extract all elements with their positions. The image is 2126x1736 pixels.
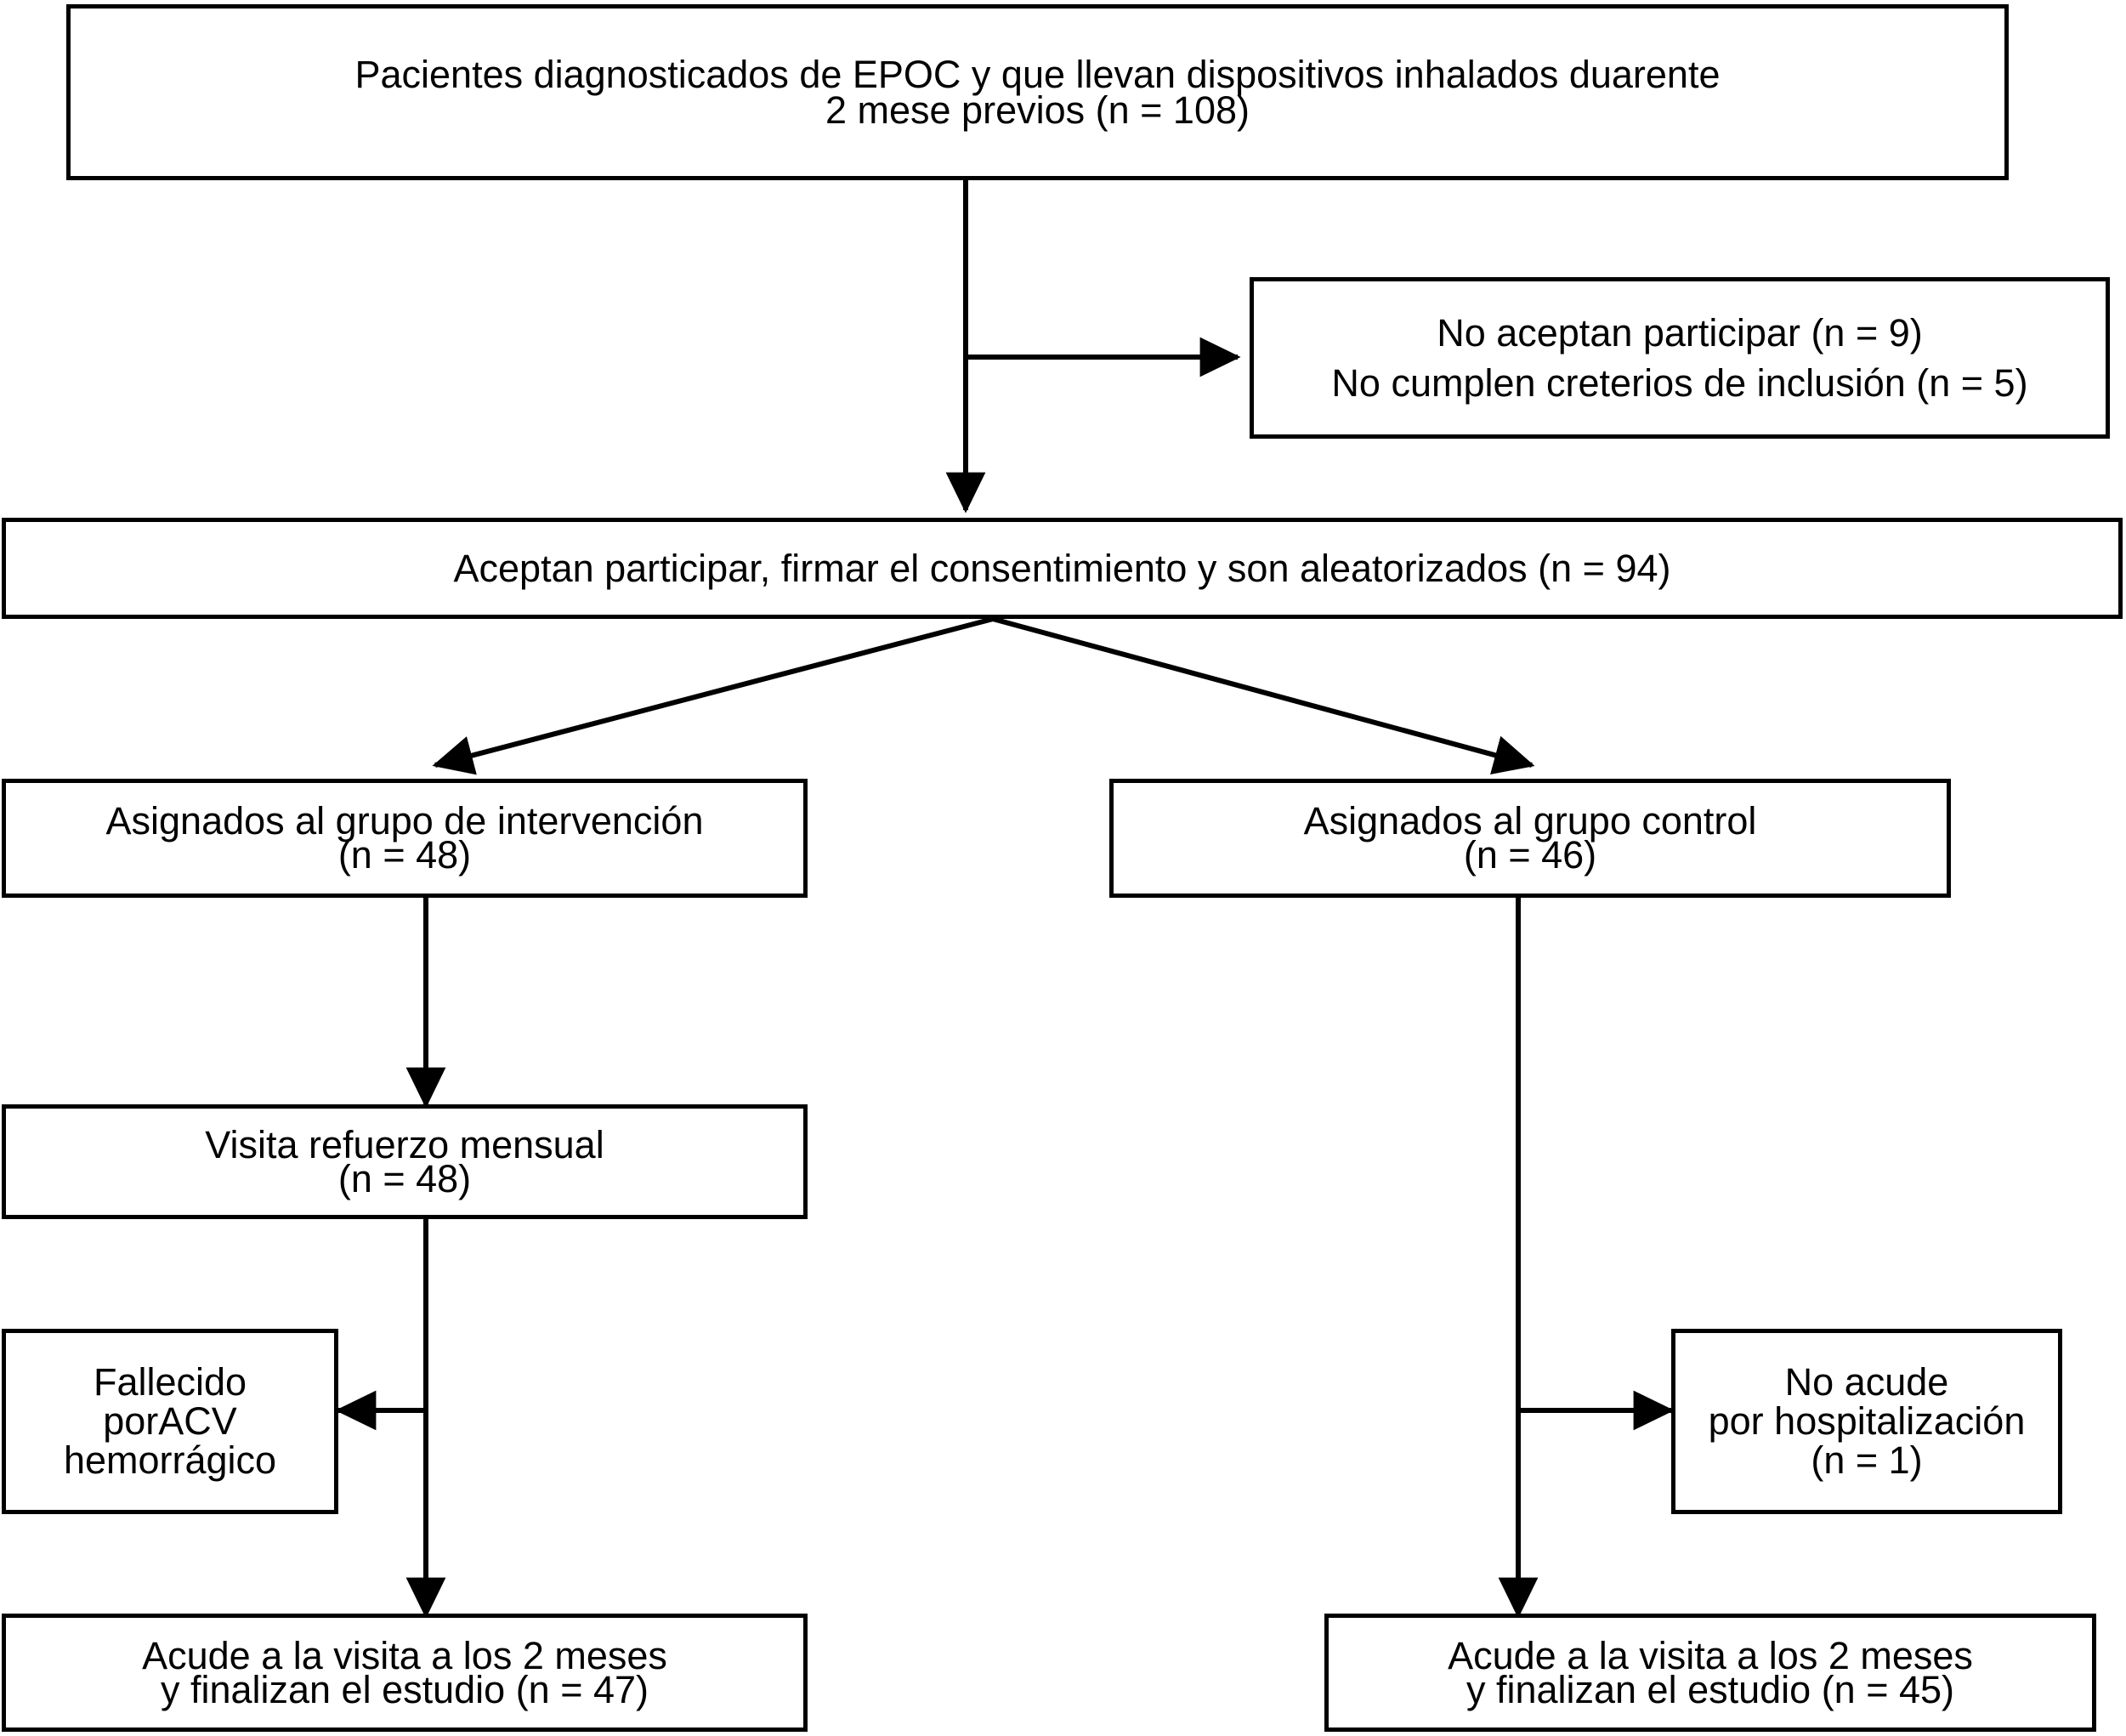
node-intervention-final: Acude a la visita a los 2 meses y finali… — [2, 1614, 808, 1732]
node-not-attending: No acude por hospitalización (n = 1) — [1671, 1329, 2062, 1514]
node-booster-visit-text: Visita refuerzo mensual (n = 48) — [205, 1122, 604, 1200]
edge-randomized-to-intervention — [432, 616, 994, 775]
node-intervention-group-text: Asignados al grupo de intervención (n = … — [105, 799, 704, 877]
node-excluded-text: No aceptan participar (n = 9) No cumplen… — [1331, 310, 2028, 405]
node-control-group: Asignados al grupo control (n = 46) — [1109, 779, 1951, 898]
node-randomized-text: Aceptan participar, firmar el consentimi… — [453, 546, 1671, 590]
edge-randomized-to-control — [992, 616, 1535, 774]
node-enrollment-text: Pacientes diagnosticados de EPOC y que l… — [354, 52, 1721, 132]
node-deceased-text: Fallecido porACV hemorrágico — [63, 1360, 277, 1482]
node-booster-visit: Visita refuerzo mensual (n = 48) — [2, 1104, 808, 1219]
node-control-final-text: Acude a la visita a los 2 meses y finali… — [1448, 1633, 1973, 1711]
node-not-attending-text: No acude por hospitalización (n = 1) — [1708, 1360, 2026, 1482]
node-control-final: Acude a la visita a los 2 meses y finali… — [1324, 1614, 2096, 1732]
node-control-group-text: Asignados al grupo control (n = 46) — [1303, 799, 1757, 877]
node-enrollment: Pacientes diagnosticados de EPOC y que l… — [66, 4, 2009, 180]
node-randomized: Aceptan participar, firmar el consentimi… — [2, 518, 2123, 619]
node-intervention-group: Asignados al grupo de intervención (n = … — [2, 779, 808, 898]
node-deceased: Fallecido porACV hemorrágico — [2, 1329, 338, 1514]
node-excluded: No aceptan participar (n = 9) No cumplen… — [1250, 277, 2110, 439]
node-intervention-final-text: Acude a la visita a los 2 meses y finali… — [142, 1633, 667, 1711]
